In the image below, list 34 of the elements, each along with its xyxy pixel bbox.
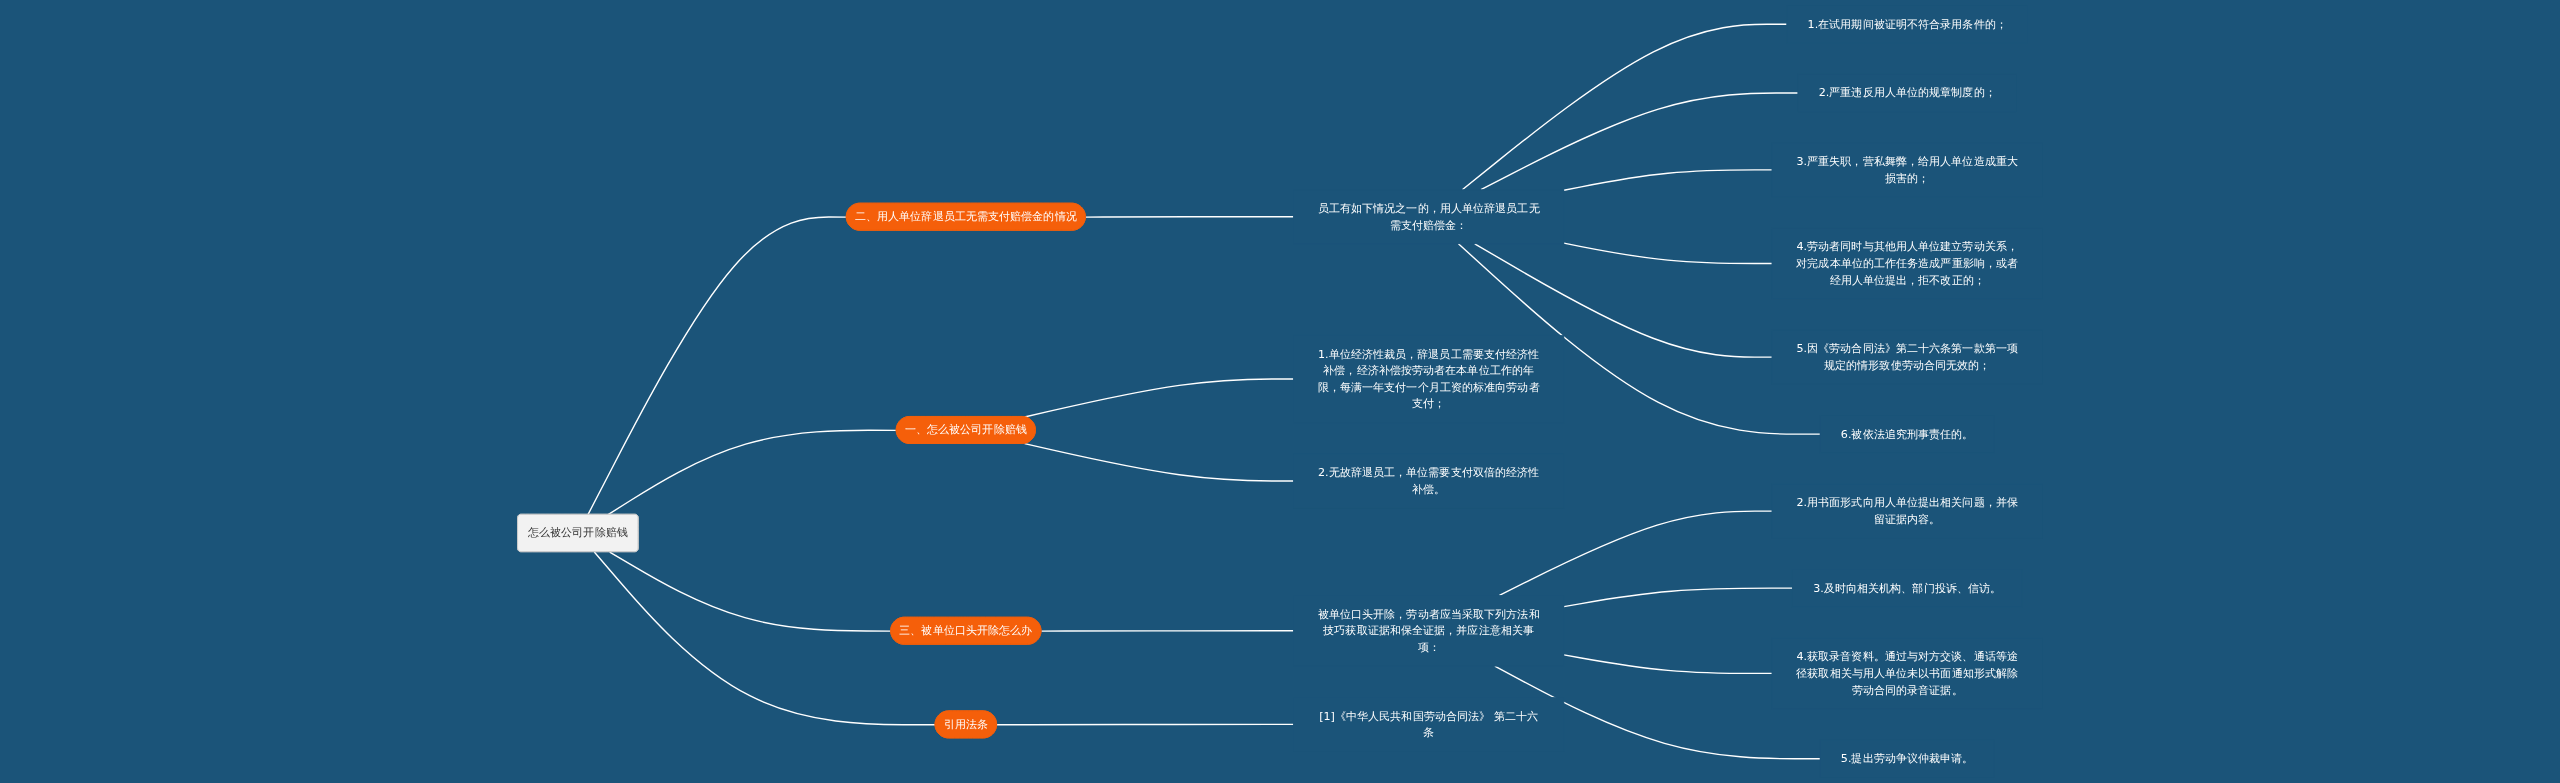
connector [1457,243,1821,435]
connector [1023,442,1295,482]
node-text: 5.提出劳动争议仲裁申请。 [1840,751,1974,765]
connector [1023,378,1295,418]
node-text: 被单位口头开除，劳动者应当采取下列方法和技巧获取证据和保全证据，并应注意相关事项： [1317,607,1540,654]
connector [1461,23,1788,191]
connector [1085,216,1295,218]
node-text: 3.严重失职，营私舞弊，给用人单位造成重大损害的； [1796,154,2018,185]
connector [593,551,937,726]
node-text: 1.单位经济性裁员，辞退员工需要支付经济性补偿，经济补偿按劳动者在本单位工作的年限，每满一年支付一个月工资的标准向劳动者支付； [1317,347,1540,411]
node-text: 6.被依法追究刑事责任的。 [1840,427,1974,441]
connector [587,216,848,516]
node-text: 3.及时向相关机构、部门投诉、信访。 [1813,581,2002,595]
connector [1563,654,1773,675]
connector [1494,665,1821,760]
node-text: 2.用书面形式向用人单位提出相关问题，并保留证据内容。 [1796,495,2018,526]
connector [1563,587,1794,608]
connector [1563,242,1773,265]
node-text: 5.因《劳动合同法》第二十六条第一款第一项规定的情形致使劳动合同无效的； [1796,341,2018,372]
node-text: 2.无故辞退员工，单位需要支付双倍的经济性补偿。 [1317,465,1540,496]
connector [1498,510,1773,597]
connector [1040,630,1295,632]
connector [1474,243,1773,358]
connector [1563,169,1773,191]
connector [607,429,898,516]
node-text: 2.严重违反用人单位的规章制度的； [1818,86,1996,100]
node-text: 1.在试用期间被证明不符合录用条件的； [1807,17,2007,31]
node-text: 4.获取录音资料。通过与对方交谈、通话等途径获取相关与用人单位未以书面通知形式解除劳动合同的录音证据。 [1796,649,2019,697]
node-text: 员工有如下情况之一的，用人单位辞退员工无需支付赔偿金： [1317,201,1540,232]
node-text: [1]《中华人民共和国劳动合同法》 第二十六条 [1319,709,1539,739]
connector [609,551,892,632]
connector [1480,92,1799,191]
connector [996,723,1295,726]
node-text: 4.劳动者同时与其他用人单位建立劳动关系，对完成本单位的工作任务造成严重影响，或者经用人单位提出，拒不改正的； [1796,239,2019,287]
